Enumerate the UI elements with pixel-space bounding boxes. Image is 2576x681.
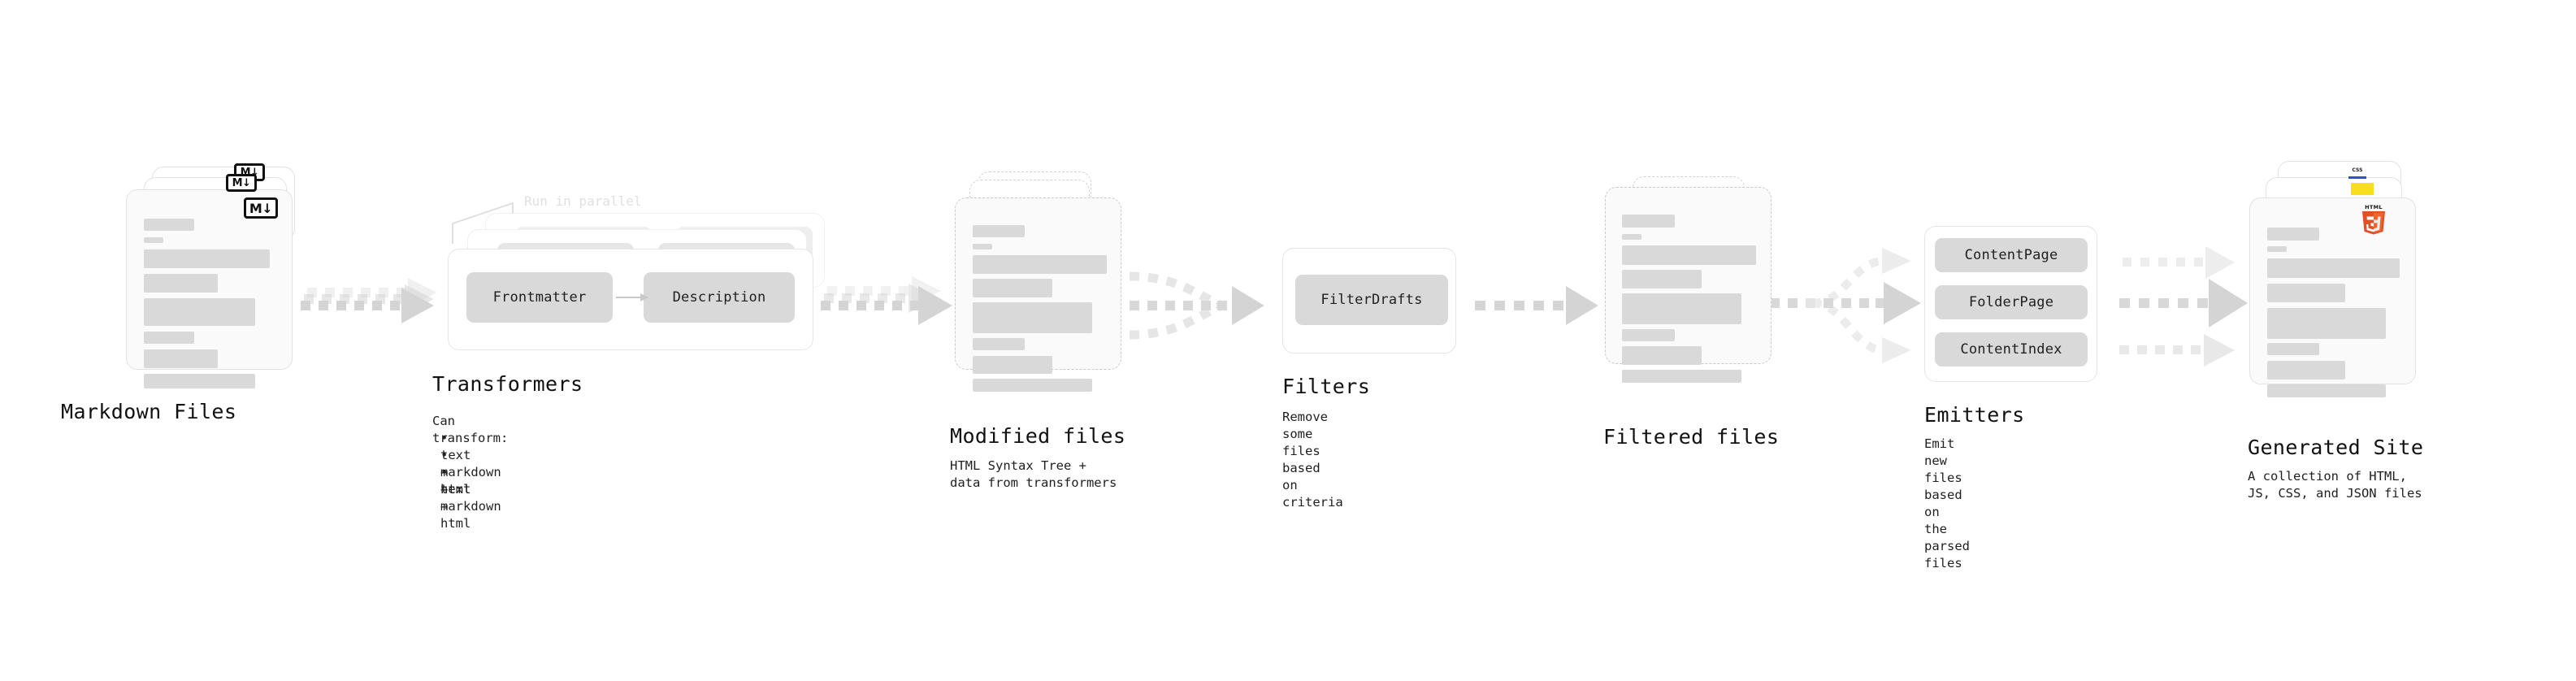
stage-caption-transformers: Can transform: bbox=[432, 414, 509, 445]
stage-filtered-files: Filtered files bbox=[1603, 167, 1780, 449]
skeleton-line bbox=[2267, 384, 2386, 397]
markdown-icon: M↓ bbox=[226, 174, 257, 192]
transformer-group-front: Frontmatter Description bbox=[448, 249, 813, 350]
transformer-node-frontmatter[interactable]: Frontmatter bbox=[466, 272, 613, 323]
stage-bullet-markdown: • markdown → markdown bbox=[440, 448, 501, 514]
skeleton-line bbox=[144, 274, 218, 293]
filter-node-filterdrafts[interactable]: FilterDrafts bbox=[1295, 275, 1448, 325]
stage-title-modified-files: Modified files bbox=[950, 424, 1126, 448]
skeleton-line bbox=[973, 279, 1052, 297]
arrow-filtered-to-emitters bbox=[1770, 248, 1921, 363]
filtered-card-front bbox=[1605, 187, 1772, 383]
arrow-transformers-to-modified bbox=[821, 276, 952, 325]
transformer-node-description[interactable]: Description bbox=[644, 272, 795, 323]
emitters-box: ContentPage FolderPage ContentIndex bbox=[1924, 226, 2097, 382]
arrow-markdown-to-transformers bbox=[301, 278, 437, 323]
skeleton-line bbox=[973, 338, 1025, 350]
markdown-icon: M↓ bbox=[244, 197, 278, 219]
skeleton-line bbox=[144, 249, 270, 268]
skeleton-line bbox=[973, 225, 1025, 237]
transformer-internal-arrow-main bbox=[616, 293, 648, 301]
skeleton-line bbox=[1622, 329, 1675, 341]
skeleton-line bbox=[973, 244, 992, 249]
filters-box: FilterDrafts bbox=[1282, 248, 1456, 354]
stage-markdown-files: M↓ M↓ M↓ Markdown Files bbox=[61, 163, 313, 423]
skeleton-line bbox=[1622, 234, 1641, 240]
markdown-card-stack: M↓ M↓ M↓ bbox=[126, 163, 313, 388]
skeleton-line bbox=[1622, 245, 1756, 265]
modified-card-stack bbox=[955, 167, 1134, 392]
stage-title-filtered-files: Filtered files bbox=[1603, 425, 1780, 449]
stage-modified-files: Modified files HTML Syntax Tree + data f… bbox=[950, 167, 1134, 490]
skeleton-line bbox=[2267, 361, 2345, 380]
skeleton-line bbox=[2267, 258, 2400, 278]
skeleton-line bbox=[144, 374, 255, 388]
skeleton-line bbox=[973, 302, 1092, 333]
skeleton-line bbox=[1622, 370, 1741, 383]
generated-card-front-html bbox=[2249, 197, 2416, 397]
stage-title-filters: Filters bbox=[1282, 375, 1371, 398]
emitter-node-contentindex[interactable]: ContentIndex bbox=[1935, 332, 2088, 367]
stage-title-generated-site: Generated Site bbox=[2248, 436, 2424, 459]
svg-text:HTML: HTML bbox=[2365, 204, 2383, 210]
css-badge: CSS bbox=[2348, 167, 2366, 179]
skeleton-line bbox=[973, 379, 1092, 392]
skeleton-line bbox=[2267, 343, 2319, 355]
stage-bullet-html: • html → html bbox=[440, 465, 471, 531]
skeleton-line bbox=[973, 356, 1052, 374]
skeleton-line bbox=[144, 237, 163, 243]
stage-title-markdown-files: Markdown Files bbox=[61, 400, 237, 423]
stage-caption-emitters: Emit new files based on the parsed files bbox=[1924, 436, 1970, 570]
skeleton-line bbox=[144, 332, 194, 344]
skeleton-line bbox=[973, 255, 1107, 274]
skeleton-line bbox=[144, 219, 194, 231]
skeleton-line bbox=[2267, 308, 2386, 339]
stage-caption-generated-site: A collection of HTML, JS, CSS, and JSON … bbox=[2248, 469, 2422, 501]
modified-card-front bbox=[955, 197, 1121, 392]
stage-caption-modified-files: HTML Syntax Tree + data from transformer… bbox=[950, 458, 1117, 490]
arrow-filters-to-filtered bbox=[1475, 286, 1598, 325]
skeleton-line bbox=[2267, 228, 2319, 241]
markdown-card-front bbox=[126, 189, 293, 388]
skeleton-line bbox=[1622, 215, 1675, 228]
skeleton-line bbox=[1622, 293, 1741, 324]
skeleton-line bbox=[2267, 246, 2287, 252]
stage-title-transformers: Transformers bbox=[432, 372, 583, 396]
stage-bullet-text: • text → text bbox=[440, 431, 471, 497]
skeleton-line bbox=[144, 349, 218, 368]
emitter-node-folderpage[interactable]: FolderPage bbox=[1935, 285, 2088, 319]
stage-caption-filters: Remove some files based on criteria bbox=[1282, 410, 1343, 510]
arrow-modified-to-filters bbox=[1129, 271, 1264, 340]
run-in-parallel-bracket bbox=[452, 202, 514, 244]
stage-generated-site: CSS HTML Generated Site A collection of … bbox=[2248, 161, 2436, 501]
html5-icon: HTML bbox=[2362, 204, 2385, 235]
run-in-parallel-label: Run in parallel bbox=[524, 193, 642, 209]
js-badge bbox=[2351, 183, 2374, 195]
emitter-node-contentpage[interactable]: ContentPage bbox=[1935, 238, 2088, 272]
skeleton-line bbox=[1622, 346, 1702, 365]
generated-card-stack: CSS HTML bbox=[2249, 161, 2436, 397]
skeleton-line bbox=[2267, 284, 2345, 302]
skeleton-line bbox=[1622, 270, 1702, 288]
arrow-emitters-to-site bbox=[2119, 246, 2248, 367]
skeleton-line bbox=[144, 298, 255, 326]
filtered-card-stack bbox=[1605, 167, 1780, 383]
stage-title-emitters: Emitters bbox=[1924, 403, 2025, 427]
